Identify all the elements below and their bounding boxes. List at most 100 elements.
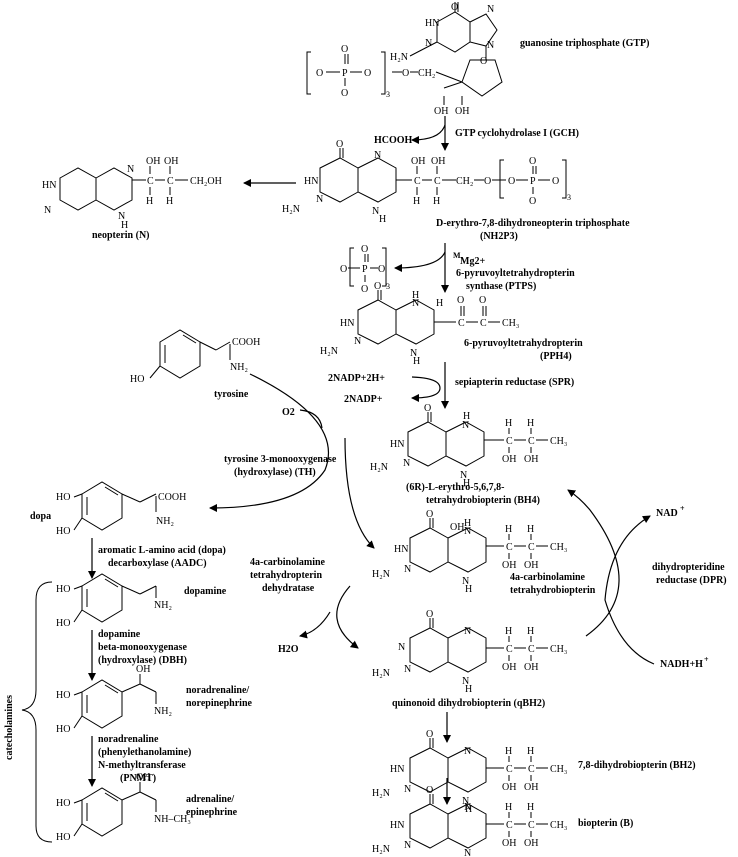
spr-label: sepiapterin reductase (SPR) — [455, 377, 574, 388]
pph4-label-line1: 6-pyruvoyltetrahydropterin — [464, 338, 583, 349]
dopamine-structure: HO HO NH₂ — [56, 573, 172, 629]
bh2-label: 7,8-dihydrobiopterin (BH2) — [578, 760, 696, 771]
svg-text:H: H — [505, 524, 512, 535]
mg-prefix: M — [453, 251, 461, 260]
svg-text:O: O — [508, 176, 515, 187]
svg-text:N: N — [398, 642, 405, 653]
svg-text:HO: HO — [56, 492, 70, 503]
svg-text:HN: HN — [390, 764, 404, 775]
dbh-label-line3: (hydroxylase) (DBH) — [98, 655, 187, 666]
svg-text:N: N — [44, 205, 51, 216]
svg-text:H₂N: H₂N — [282, 204, 300, 215]
dopa-label: dopa — [30, 511, 51, 522]
svg-text:HN: HN — [304, 176, 318, 187]
pph4-structure: O HN N H₂N N H N H H C O C O CH₃ — [320, 281, 519, 367]
triphosphate-release-arrow — [394, 251, 446, 272]
svg-text:H: H — [505, 746, 512, 757]
svg-text:3: 3 — [567, 193, 571, 202]
svg-text:CH₃: CH₃ — [550, 436, 567, 447]
dpr-arrow — [567, 489, 620, 637]
svg-text:NH–CH₃: NH–CH₃ — [154, 814, 191, 825]
svg-text:OH: OH — [411, 156, 425, 167]
svg-text:CH₃: CH₃ — [502, 318, 519, 329]
dpr-label-line2: reductase (DPR) — [656, 575, 727, 586]
svg-text:N: N — [374, 150, 381, 161]
svg-text:HO: HO — [56, 618, 70, 629]
nh2p3-label-line1: D-erythro-7,8-dihydroneopterin triphosph… — [436, 218, 630, 229]
svg-text:CH₃: CH₃ — [550, 764, 567, 775]
svg-text:CH₃: CH₃ — [550, 644, 567, 655]
noradrenaline-label-line1: noradrenaline/ — [186, 685, 249, 696]
svg-text:C: C — [528, 820, 535, 831]
svg-text:H₂N: H₂N — [370, 462, 388, 473]
svg-text:HN: HN — [425, 18, 439, 29]
nadh-to-nad-arrow — [604, 515, 655, 665]
svg-text:N: N — [404, 784, 411, 795]
svg-text:C: C — [506, 542, 513, 553]
svg-text:O: O — [361, 244, 368, 255]
svg-text:OH: OH — [502, 560, 516, 571]
svg-text:H: H — [527, 418, 534, 429]
nh2p3-label-line2: (NH2P3) — [480, 231, 518, 242]
svg-text:O: O — [426, 509, 433, 520]
svg-text:H: H — [527, 746, 534, 757]
ptps-label-line2: synthase (PTPS) — [466, 281, 536, 292]
svg-text:C: C — [528, 764, 535, 775]
svg-text:O: O — [364, 68, 371, 79]
svg-text:OH: OH — [502, 838, 516, 849]
svg-text:OH: OH — [146, 156, 160, 167]
svg-text:OH: OH — [434, 106, 448, 117]
svg-text:N: N — [460, 470, 467, 481]
svg-text:N: N — [462, 420, 469, 431]
pnmt-label-line2: (phenylethanolamine) — [98, 747, 191, 758]
svg-text:H: H — [433, 196, 440, 207]
svg-text:O: O — [341, 44, 348, 55]
svg-text:NH₂: NH₂ — [230, 362, 248, 373]
svg-text:HO: HO — [56, 724, 70, 735]
svg-text:NH₂: NH₂ — [154, 706, 172, 717]
svg-text:H: H — [527, 524, 534, 535]
svg-text:C: C — [147, 176, 154, 187]
svg-text:H: H — [464, 518, 471, 529]
svg-text:C: C — [506, 820, 513, 831]
svg-text:O: O — [426, 729, 433, 740]
svg-text:H: H — [465, 584, 472, 595]
svg-text:CH₃: CH₃ — [550, 542, 567, 553]
svg-text:O: O — [361, 284, 368, 295]
dehydratase-label-line1: 4a-carbinolamine — [250, 557, 326, 568]
svg-text:N: N — [403, 458, 410, 469]
neopterin-structure: HN N N N H C OH H C OH H CH₂OH — [42, 156, 222, 231]
svg-text:N: N — [404, 840, 411, 851]
aadc-label-line1: aromatic L-amino acid (dopa) — [98, 545, 226, 556]
dbh-label-line2: beta-monooxygenase — [98, 642, 187, 653]
svg-text:H₂N: H₂N — [372, 844, 390, 855]
svg-text:C: C — [528, 644, 535, 655]
svg-text:N: N — [464, 746, 471, 757]
nh2p3-structure: O HN N H₂N N N H C OH H C OH H CH₂ O O P… — [282, 139, 571, 225]
biopterin-label: biopterin (B) — [578, 818, 633, 829]
svg-text:OH: OH — [502, 454, 516, 465]
svg-text:C: C — [506, 436, 513, 447]
svg-text:C: C — [458, 318, 465, 329]
svg-text:N: N — [372, 206, 379, 217]
svg-text:OH: OH — [450, 522, 464, 533]
o2-label: O2 — [282, 407, 295, 418]
svg-text:N: N — [462, 676, 469, 687]
bh4-label-line2: tetrahydrobiopterin (BH4) — [426, 495, 540, 506]
svg-text:N: N — [118, 211, 125, 222]
svg-text:O: O — [479, 295, 486, 306]
svg-text:H: H — [121, 220, 128, 231]
noradrenaline-structure: HO HO OH NH₂ — [56, 664, 172, 735]
svg-text:H: H — [412, 290, 419, 301]
svg-text:N: N — [487, 4, 494, 15]
svg-text:OH: OH — [524, 662, 538, 673]
dehydratase-label-line3: dehydratase — [262, 583, 315, 594]
svg-text:O: O — [336, 139, 343, 150]
svg-text:H: H — [505, 418, 512, 429]
noradrenaline-label-line2: norepinephrine — [186, 698, 252, 709]
bh4-to-carbinolamine-arrow — [344, 437, 375, 549]
svg-text:O: O — [402, 68, 409, 79]
svg-text:O: O — [552, 176, 559, 187]
tyrosine-structure: HO COOH NH₂ — [130, 329, 260, 385]
svg-text:H₂N: H₂N — [372, 569, 390, 580]
